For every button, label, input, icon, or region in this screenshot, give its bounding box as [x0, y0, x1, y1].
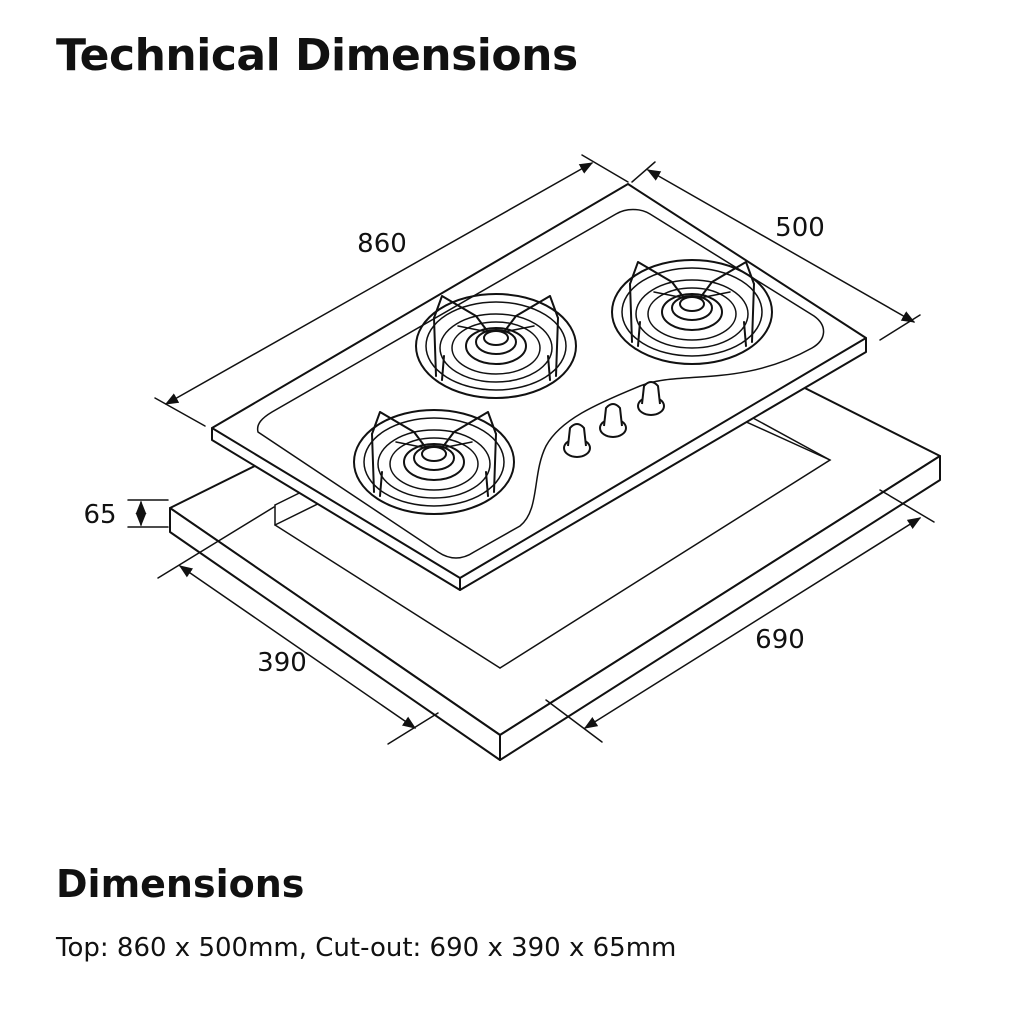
control-knobs	[563, 381, 665, 458]
dim-label-cutout-width: 690	[755, 625, 805, 655]
dim-label-cutout-depth: 390	[257, 648, 307, 678]
dimension-line-500	[631, 161, 921, 341]
dimension-line-860	[154, 154, 629, 427]
dimension-line-390	[157, 506, 439, 745]
dimension-line-690	[545, 489, 935, 743]
page-title: Technical Dimensions	[56, 30, 578, 81]
dim-label-top-depth: 500	[775, 213, 825, 243]
dimensions-summary: Top: 860 x 500mm, Cut-out: 690 x 390 x 6…	[56, 933, 677, 963]
dim-label-top-width: 860	[357, 229, 407, 259]
dim-label-cutout-height: 65	[83, 500, 116, 530]
dimension-line-65	[127, 499, 169, 528]
dimensions-heading: Dimensions	[56, 862, 305, 906]
